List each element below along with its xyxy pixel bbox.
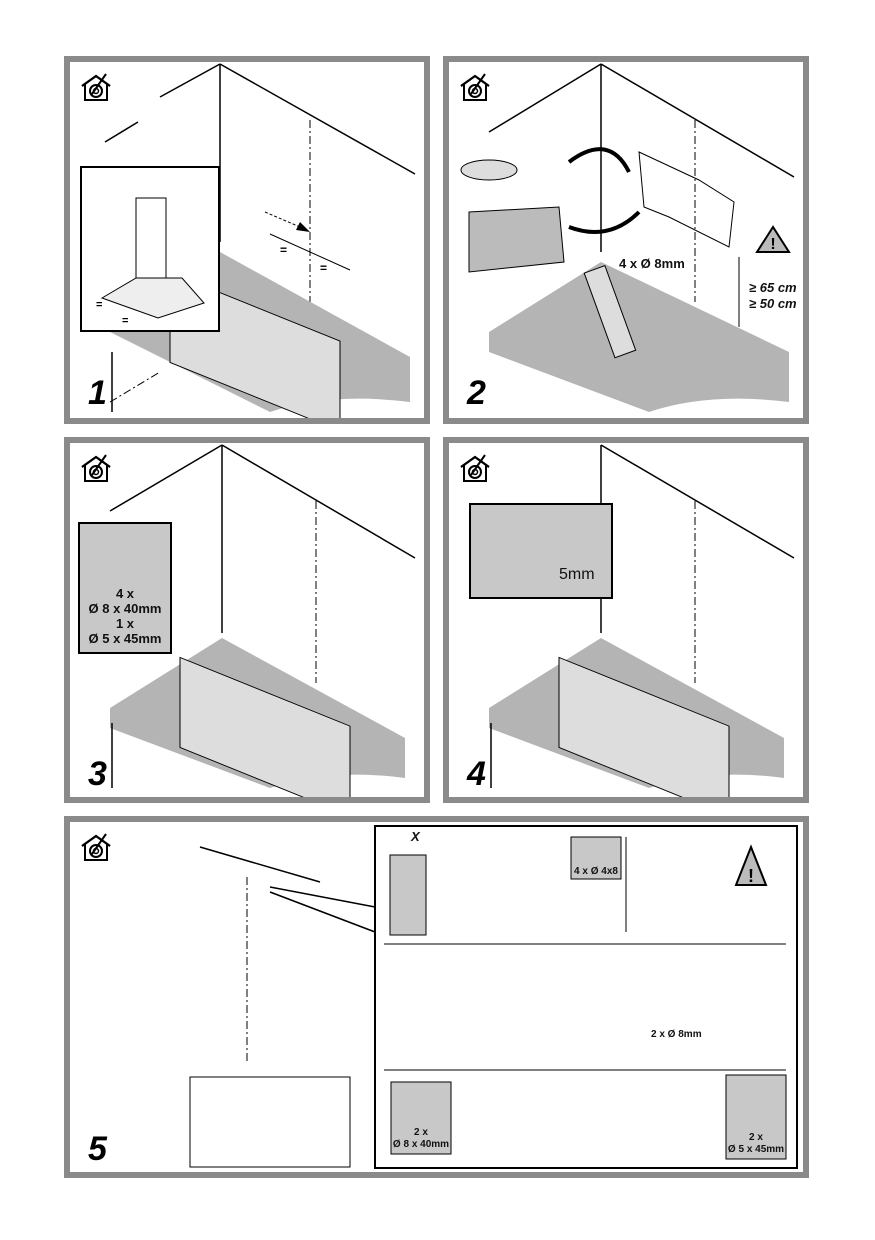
screws-qty: 2 x [749, 1132, 763, 1143]
step-2-panel: ! 4 x Ø 8mm ≥ 65 cm ≥ 50 cm 2 [443, 56, 809, 424]
step-5-illustration [189, 846, 376, 1168]
recirculation-icon [81, 455, 111, 482]
recirculation-icon [81, 834, 111, 861]
hood-diagram: = = [96, 197, 205, 327]
screw-size: Ø 5 x 45mm [88, 631, 162, 646]
step-number: 4 [467, 755, 486, 793]
recirculation-icon [460, 455, 490, 482]
width-label: X [411, 829, 420, 844]
screw-gap-inset: 5mm [469, 503, 613, 599]
plugs-qty: 2 x [414, 1127, 428, 1138]
svg-text:=: = [280, 243, 287, 257]
step-number: 1 [88, 374, 107, 412]
warning-icon: ! [770, 236, 775, 253]
step-number: 2 [467, 374, 486, 412]
gap-label: 5mm [559, 566, 595, 583]
plug-qty: 4 x [115, 586, 135, 601]
step-3-illustration [109, 444, 416, 797]
step-2-illustration: ! [460, 63, 795, 412]
step-number: 3 [88, 755, 107, 793]
bracket-detail-diagram: ! [384, 836, 787, 1160]
step-3-panel: 4 x Ø 8 x 40mm 1 x Ø 5 x 45mm 3 [64, 437, 430, 803]
gas-clearance: ≥ 65 cm [749, 280, 797, 295]
step-5-panel: ! X 4 x Ø 4x8 2 x Ø 8mm 2 x Ø 8 x 40mm 2… [64, 816, 809, 1178]
step-4-panel: 5mm 4 [443, 437, 809, 803]
plug-size: Ø 8 x 40mm [88, 601, 162, 616]
electric-clearance: ≥ 50 cm [749, 296, 797, 311]
svg-text:=: = [122, 315, 128, 327]
step-4-illustration [489, 444, 795, 797]
screws-size: Ø 5 x 45mm [727, 1144, 785, 1155]
drill-label: 2 x Ø 8mm [651, 1029, 702, 1040]
drill-label: 4 x Ø 8mm [619, 256, 685, 271]
parts-inset: 4 x Ø 8 x 40mm 1 x Ø 5 x 45mm [78, 522, 172, 654]
hood-inset: = = [80, 166, 220, 332]
warning-icon: ! [748, 866, 754, 886]
svg-text:=: = [320, 261, 327, 275]
svg-text:=: = [96, 299, 102, 311]
step-1-panel: = = = = 1 [64, 56, 430, 424]
recirculation-icon [81, 74, 111, 101]
bracket-detail-box: ! X 4 x Ø 4x8 2 x Ø 8mm 2 x Ø 8 x 40mm 2… [374, 825, 798, 1169]
recirculation-icon [460, 74, 490, 101]
step-number: 5 [88, 1130, 107, 1168]
screw-qty: 1 x [115, 616, 135, 631]
small-screws-label: 4 x Ø 4x8 [574, 866, 618, 877]
plugs-size: Ø 8 x 40mm [392, 1139, 450, 1150]
